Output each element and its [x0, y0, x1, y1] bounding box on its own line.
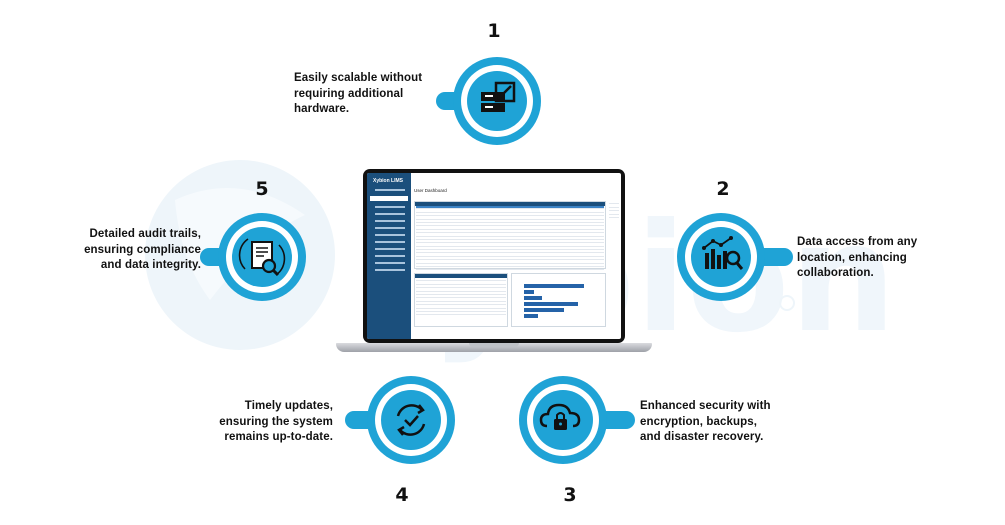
- laptop-hinge-notch: [469, 343, 519, 347]
- feature-text-3: Enhanced security with encryption, backu…: [640, 400, 771, 443]
- dashboard-title: User Dashboard: [414, 188, 447, 193]
- dashboard-screenshot: Xybion LIMS User Dashboard: [367, 173, 621, 339]
- upcoming-table-panel: [414, 273, 508, 327]
- feature-text-5: Detailed audit trails, ensuring complian…: [84, 228, 201, 271]
- feature-badge-3: [519, 376, 635, 464]
- bench-chart-panel: [511, 273, 606, 327]
- data-search-icon: [702, 236, 744, 270]
- laptop-base: [336, 343, 652, 352]
- feature-number-3: 3: [563, 484, 577, 506]
- cloud-lock-icon: [539, 403, 581, 430]
- app-logo: Xybion LIMS: [373, 178, 403, 184]
- feature-number-4: 4: [395, 484, 409, 506]
- feature-text-4: Timely updates, ensuring the system rema…: [219, 400, 333, 443]
- audit-document-icon: [238, 238, 286, 277]
- right-rail: [608, 201, 620, 321]
- feature-badge-5: [200, 213, 306, 301]
- app-sidebar: Xybion LIMS: [367, 173, 411, 339]
- server-scale-icon: [481, 81, 516, 112]
- feature-text-1: Easily scalable without requiring additi…: [294, 72, 423, 115]
- feature-number-2: 2: [716, 178, 730, 200]
- laptop-mockup: Xybion LIMS User Dashboard: [336, 165, 652, 360]
- feature-badge-4: [345, 376, 455, 464]
- feature-text-2: Data access from any location, enhancing…: [797, 236, 918, 279]
- app-main: User Dashboard: [411, 173, 621, 339]
- feature-badge-1: [436, 57, 541, 145]
- sync-check-icon: [396, 404, 426, 436]
- samples-table-panel: [414, 201, 606, 271]
- feature-number-1: 1: [487, 20, 501, 42]
- feature-badge-2: [677, 213, 793, 301]
- laptop-screen: Xybion LIMS User Dashboard: [363, 169, 625, 343]
- feature-number-5: 5: [255, 178, 269, 200]
